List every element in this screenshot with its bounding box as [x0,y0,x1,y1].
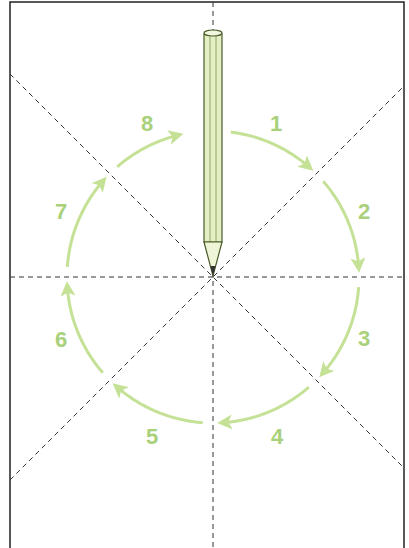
horizontal-guide [10,277,404,278]
rotation-arrow [67,287,102,373]
pencil-tip [204,242,222,276]
guide-lines [10,2,404,548]
callout-number: 8 [141,113,153,135]
rotation-arrow [323,181,358,267]
pencil [204,30,222,276]
rotation-arrow [117,135,177,166]
callout-number: 6 [55,329,67,351]
callout-number: 5 [146,426,158,448]
page-border [10,2,404,548]
pencil-facet [210,34,211,242]
pencil-lead [211,266,216,276]
rotation-arrow [223,387,309,422]
callout-number: 2 [358,201,370,223]
pencil-end [204,30,222,36]
callout-number: 3 [358,328,370,350]
pencil-body [204,34,222,242]
callout-number: 7 [55,201,67,223]
callout-number: 4 [271,426,283,448]
callout-number: 1 [270,113,282,135]
rotation-arrow [323,287,358,373]
pencil-facet [216,34,217,242]
rotation-arrow [117,387,203,422]
rotation-arrow [67,181,102,267]
rotation-arrow [231,132,309,167]
